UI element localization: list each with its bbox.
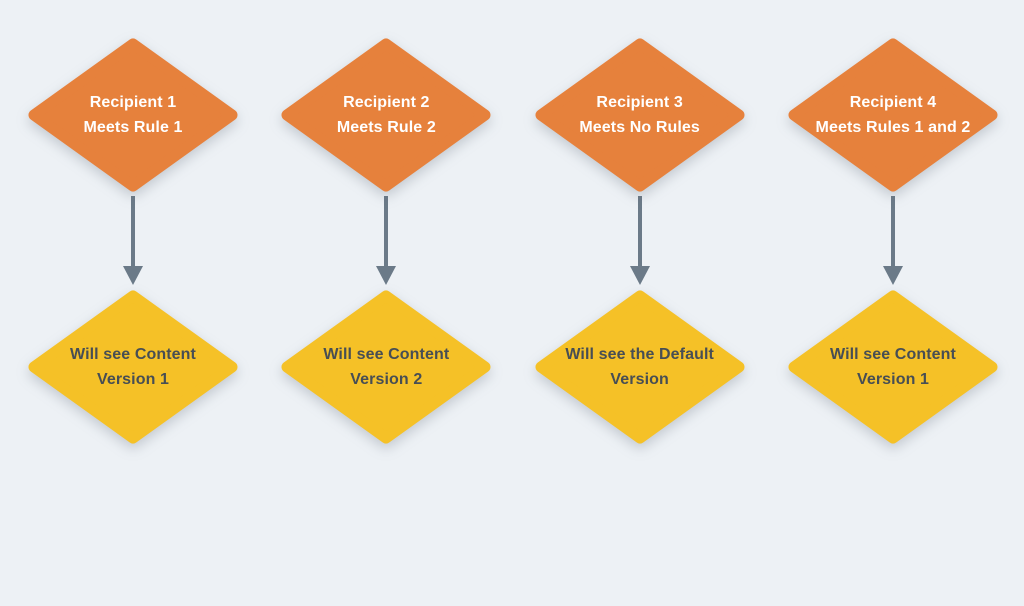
diamond-shape-icon — [281, 38, 491, 192]
flow-column-3: Recipient 3 Meets No Rules Will see the … — [533, 36, 747, 606]
down-arrow-icon — [123, 196, 143, 285]
result-diamond-2: Will see Content Version 2 — [279, 288, 493, 446]
result-diamond-4: Will see Content Version 1 — [786, 288, 1000, 446]
diamond-shape-icon — [788, 290, 998, 444]
flow-column-4: Recipient 4 Meets Rules 1 and 2 Will see… — [786, 36, 1000, 606]
diamond-shape-icon — [535, 38, 745, 192]
diamond-shape-icon — [788, 38, 998, 192]
down-arrow-icon — [882, 196, 903, 285]
down-arrow-icon — [376, 196, 397, 285]
diamond-shape-icon — [535, 290, 745, 444]
result-diamond-3: Will see the Default Version — [533, 288, 747, 446]
flow-column-1: Recipient 1 Meets Rule 1 Will see Conten… — [26, 36, 240, 606]
diamond-shape-icon — [28, 290, 238, 444]
diamond-shape-icon — [281, 290, 491, 444]
flow-column-2: Recipient 2 Meets Rule 2 Will see Conten… — [279, 36, 493, 606]
condition-diamond-1: Recipient 1 Meets Rule 1 — [26, 36, 240, 194]
condition-diamond-2: Recipient 2 Meets Rule 2 — [279, 36, 493, 194]
result-diamond-1: Will see Content Version 1 — [26, 288, 240, 446]
down-arrow-icon — [629, 196, 650, 285]
condition-diamond-4: Recipient 4 Meets Rules 1 and 2 — [786, 36, 1000, 194]
diamond-shape-icon — [28, 38, 238, 192]
condition-diamond-3: Recipient 3 Meets No Rules — [533, 36, 747, 194]
